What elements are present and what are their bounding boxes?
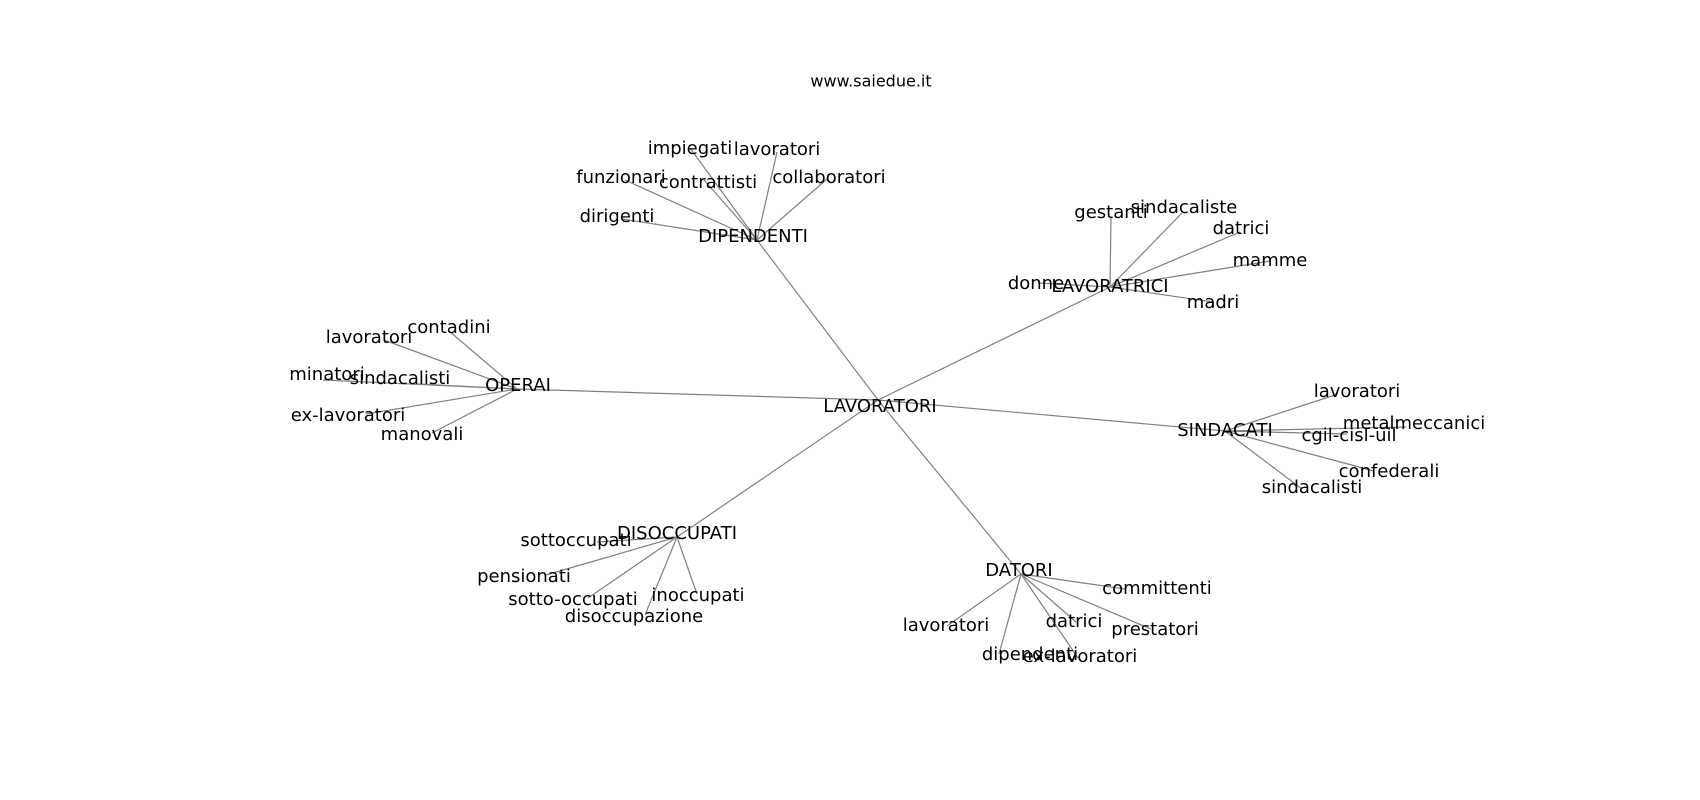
node-center-label: LAVORATORI — [823, 396, 936, 417]
edge-sindacati-lavoratori — [1224, 393, 1339, 432]
edge-disoccupati-sottoccupati — [596, 536, 678, 543]
node-leaf-datori-prestatori: prestatori — [1111, 619, 1198, 640]
edge-center-operai — [516, 388, 879, 401]
node-group-dipendenti: DIPENDENTI — [698, 226, 808, 247]
node-group-datori: DATORI — [985, 560, 1052, 581]
edge-sindacati-metalmeccanici — [1224, 426, 1407, 432]
node-leaf-dipendenti-dirigenti: dirigenti — [580, 206, 655, 227]
edge-lavoratrici-mamme — [1109, 260, 1271, 288]
edge-center-dipendenti — [756, 239, 879, 401]
node-leaf-datori-lavoratori: lavoratori — [903, 615, 990, 636]
node-leaf-lavoratrici-sindacaliste: sindacaliste — [1131, 197, 1238, 218]
edge-lavoratrici-donne — [1037, 282, 1111, 288]
edge-lavoratrici-gestanti — [1109, 217, 1112, 288]
node-leaf-lavoratrici-madri: madri — [1187, 292, 1239, 313]
node-leaf-disoccupati-inoccupati: inoccupati — [651, 585, 744, 606]
edge-dipendenti-collaboratori — [756, 178, 828, 241]
edge-datori-committenti — [1020, 573, 1126, 590]
node-leaf-dipendenti-funzionari: funzionari — [576, 167, 665, 188]
edge-lavoratrici-sindacaliste — [1109, 212, 1183, 288]
node-leaf-dipendenti-contrattisti: contrattisti — [659, 172, 757, 193]
edge-sindacati-confederali — [1224, 430, 1375, 472]
node-group-lavoratrici: LAVORATRICI — [1051, 276, 1168, 297]
edge-datori-prestatori — [1020, 573, 1152, 630]
edge-disoccupati-sotto-occupati — [587, 536, 678, 599]
edge-operai-manovali — [431, 388, 518, 434]
edges-layer — [322, 147, 1407, 659]
node-leaf-disoccupati-disoccupazione: disoccupazione — [565, 606, 703, 627]
node-leaf-datori-dipendenti: dipendenti — [982, 644, 1078, 665]
title: www.saiedue.it — [810, 72, 931, 91]
node-leaf-disoccupati-sotto-occupati: sotto-occupati — [508, 589, 637, 610]
node-group-operai: OPERAI — [485, 375, 551, 396]
edge-datori-lavoratori — [946, 573, 1022, 627]
edge-dipendenti-lavoratori — [756, 151, 778, 241]
node-leaf-lavoratrici-mamme: mamme — [1233, 250, 1308, 271]
node-leaf-operai-lavoratori: lavoratori — [326, 327, 413, 348]
node-leaf-dipendenti-lavoratori: lavoratori — [734, 139, 821, 160]
edge-dipendenti-impiegati — [689, 147, 758, 241]
edge-sindacati-sindacalisti — [1224, 430, 1303, 490]
node-leaf-operai-sindacalisti: sindacalisti — [350, 368, 451, 389]
edge-operai-sindacalisti — [417, 383, 518, 390]
node-group-disoccupati: DISOCCUPATI — [617, 523, 737, 544]
edge-center-datori — [877, 399, 1022, 575]
node-leaf-sindacati-lavoratori: lavoratori — [1314, 381, 1401, 402]
node-leaf-disoccupati-pensionati: pensionati — [477, 566, 571, 587]
edge-operai-ex-lavoratori — [365, 388, 518, 415]
node-leaf-datori-datrici: datrici — [1046, 611, 1103, 632]
edge-sindacati-cgil-cisl-uil — [1224, 430, 1348, 435]
edge-datori-datrici — [1020, 573, 1077, 623]
node-leaf-sindacati-sindacalisti: sindacalisti — [1262, 477, 1363, 498]
edge-disoccupati-inoccupati — [676, 536, 698, 595]
node-leaf-lavoratrici-donne: donne — [1008, 273, 1064, 294]
edge-dipendenti-funzionari — [624, 179, 758, 241]
node-leaf-datori-ex-lavoratori: ex-lavoratori — [1023, 646, 1138, 667]
edge-center-sindacati — [877, 399, 1226, 432]
edge-disoccupati-disoccupazione — [644, 536, 678, 616]
edge-datori-dipendenti — [998, 573, 1022, 655]
edge-dipendenti-dirigenti — [621, 218, 758, 241]
edge-datori-ex-lavoratori — [1020, 573, 1079, 659]
node-leaf-sindacati-cgil-cisl-uil: cgil-cisl-uil — [1301, 425, 1396, 446]
edge-center-disoccupati — [676, 399, 879, 538]
node-leaf-operai-contadini: contadini — [407, 317, 490, 338]
edge-operai-lavoratori — [383, 339, 518, 390]
node-leaf-sindacati-confederali: confederali — [1339, 461, 1440, 482]
node-leaf-lavoratrici-gestanti: gestanti — [1074, 202, 1147, 223]
edge-lavoratrici-madri — [1109, 286, 1214, 303]
edge-lavoratrici-datrici — [1109, 231, 1241, 288]
node-leaf-datori-committenti: committenti — [1102, 578, 1212, 599]
node-group-sindacati: SINDACATI — [1177, 420, 1273, 441]
node-leaf-lavoratrici-datrici: datrici — [1213, 218, 1270, 239]
node-leaf-sindacati-metalmeccanici: metalmeccanici — [1343, 413, 1485, 434]
edge-disoccupati-pensionati — [545, 536, 678, 576]
node-leaf-dipendenti-impiegati: impiegati — [648, 138, 733, 159]
edge-operai-contadini — [448, 330, 518, 390]
node-leaf-operai-minatori: minatori — [289, 364, 364, 385]
node-leaf-operai-ex-lavoratori: ex-lavoratori — [291, 405, 406, 426]
node-leaf-operai-manovali: manovali — [381, 424, 464, 445]
node-leaf-disoccupati-sottoccupati: sottoccupati — [520, 530, 631, 551]
node-leaf-dipendenti-collaboratori: collaboratori — [772, 167, 885, 188]
edge-dipendenti-contrattisti — [703, 179, 758, 241]
edge-center-lavoratrici — [877, 286, 1111, 401]
